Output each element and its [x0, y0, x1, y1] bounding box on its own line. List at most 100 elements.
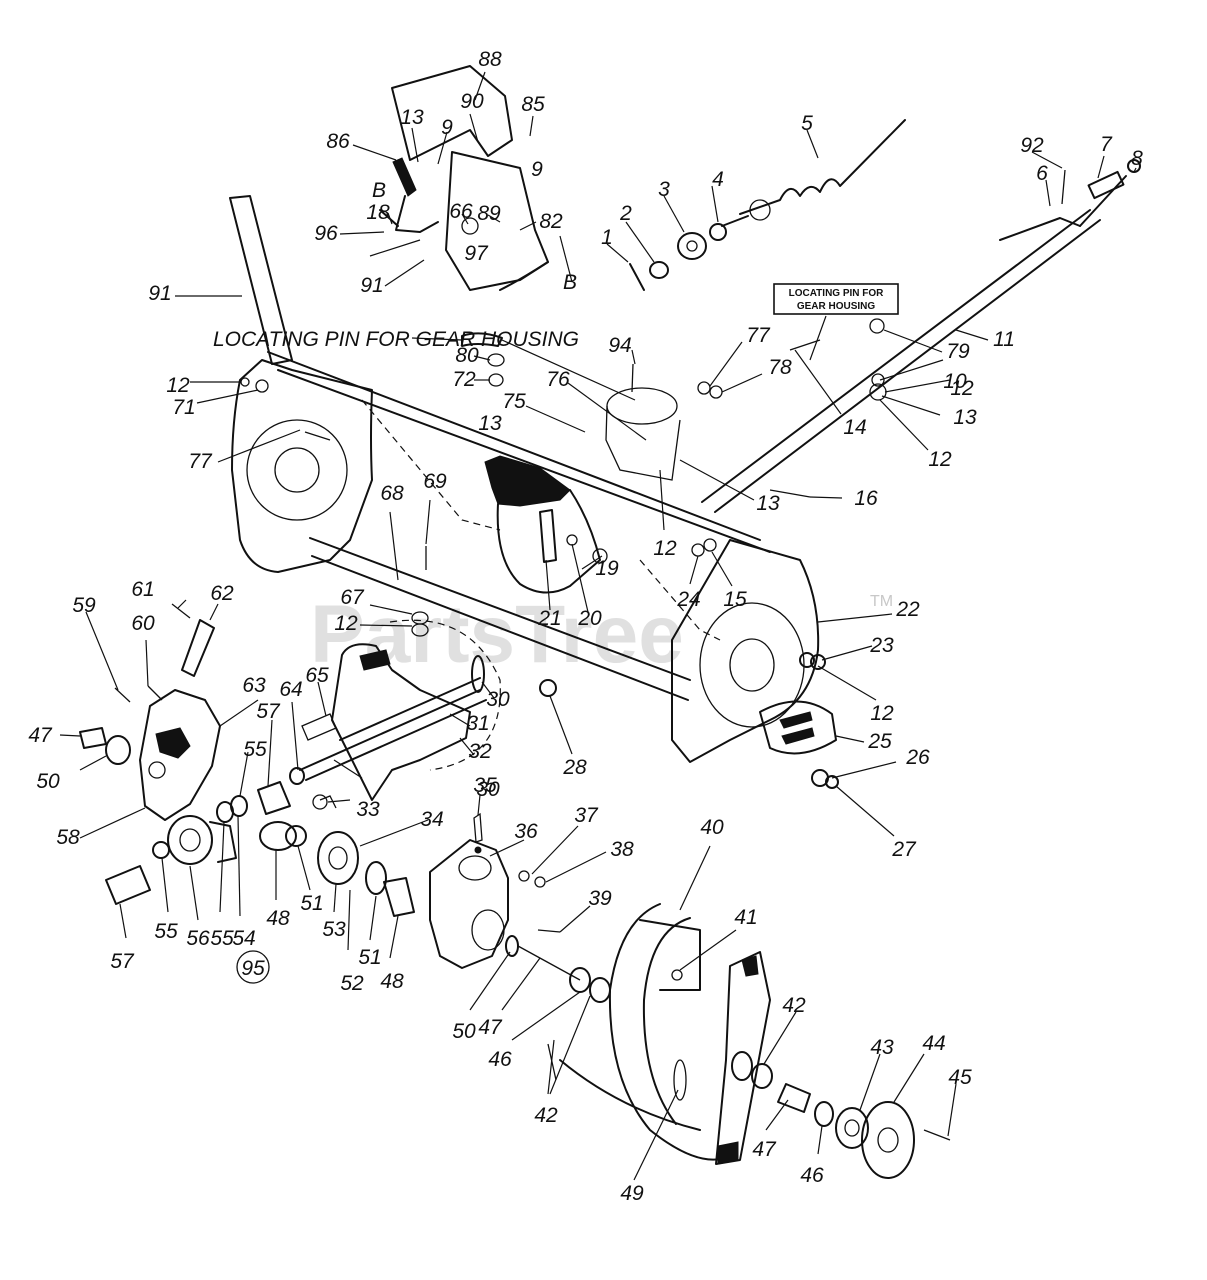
part-label-34: 34: [420, 808, 443, 831]
handle-73: [229, 195, 293, 365]
trademark: TM: [870, 593, 893, 610]
part-label-68: 68: [380, 482, 404, 505]
part-label-12: 12: [870, 702, 894, 725]
part-label-44: 44: [922, 1032, 945, 1055]
locating-pin-note: LOCATING PIN FOR GEAR HOUSING: [773, 283, 899, 315]
part-label-88: 88: [478, 48, 502, 71]
part-label-19: 19: [595, 557, 619, 580]
part-label-B: B: [563, 271, 577, 294]
part-label-31: 31: [466, 712, 489, 735]
part-label-12: 12: [334, 612, 358, 635]
part-label-55: 55: [210, 927, 234, 950]
part-label-59: 59: [72, 594, 96, 617]
part-label-46: 46: [488, 1048, 512, 1071]
part-label-2: 2: [619, 202, 632, 225]
part-label-10: 10: [943, 370, 967, 393]
gear-53: [317, 831, 359, 885]
part-label-51: 51: [300, 892, 323, 915]
part-label-60: 60: [131, 612, 155, 635]
part-label-65: 65: [305, 664, 329, 687]
gear-housing-58: [139, 689, 221, 821]
part-label-78: 78: [768, 356, 792, 379]
part-label-77: 77: [188, 450, 213, 473]
part-label-47: 47: [478, 1016, 503, 1039]
part-label-89: 89: [477, 202, 501, 225]
part-label-13: 13: [400, 106, 424, 129]
part-label-43: 43: [870, 1036, 894, 1059]
part-label-13: 13: [756, 492, 780, 515]
part-label-15: 15: [723, 588, 747, 611]
part-label-26: 26: [905, 746, 930, 769]
part-label-13: 13: [478, 412, 502, 435]
part-label-57: 57: [110, 950, 135, 973]
part-label-51: 51: [358, 946, 381, 969]
worm-gear-56: [167, 815, 213, 865]
note-line-2: GEAR HOUSING: [797, 301, 876, 312]
part-label-42: 42: [534, 1104, 558, 1127]
part-label-91: 91: [148, 282, 171, 305]
gear-housing-36: [429, 839, 509, 969]
impeller-32: [331, 643, 471, 801]
part-label-45: 45: [948, 1066, 972, 1089]
part-label-96: 96: [314, 222, 338, 245]
part-label-38: 38: [610, 838, 634, 861]
part-label-61: 61: [131, 578, 154, 601]
part-label-LOCATING PIN FOR GEAR HOUSING: LOCATING PIN FOR GEAR HOUSING: [213, 328, 579, 351]
part-label-1: 1: [601, 226, 613, 249]
part-label-85: 85: [521, 93, 545, 116]
part-label-33: 33: [356, 798, 380, 821]
bearing-flange-44: [861, 1101, 915, 1179]
part-label-36: 36: [514, 820, 538, 843]
part-label-67: 67: [340, 586, 365, 609]
part-label-47: 47: [752, 1138, 777, 1161]
part-label-27: 27: [891, 838, 917, 861]
part-label-77: 77: [746, 324, 771, 347]
skid-shoe-25: [759, 700, 837, 755]
part-label-11: 11: [993, 328, 1015, 351]
part-label-91: 91: [360, 274, 383, 297]
part-label-64: 64: [279, 678, 302, 701]
part-label-42: 42: [782, 994, 806, 1017]
part-label-3: 3: [658, 178, 670, 201]
part-label-92: 92: [1020, 134, 1044, 157]
part-label-50: 50: [36, 770, 60, 793]
part-label-46: 46: [800, 1164, 824, 1187]
part-label-8: 8: [1131, 147, 1143, 170]
part-label-82: 82: [539, 210, 563, 233]
part-label-90: 90: [460, 90, 484, 113]
rod-10: [714, 219, 1101, 513]
part-label-94: 94: [608, 334, 631, 357]
part-label-76: 76: [546, 368, 570, 391]
part-label-22: 22: [895, 598, 920, 621]
part-label-4: 4: [712, 168, 724, 191]
part-label-35: 35: [473, 774, 497, 797]
leader-lines: [59, 71, 1137, 1181]
chute-88: [391, 65, 513, 161]
part-label-21: 21: [537, 607, 561, 630]
part-label-12: 12: [166, 374, 190, 397]
circled-label-95: [236, 950, 270, 984]
part-label-86: 86: [326, 130, 350, 153]
part-label-30: 30: [486, 688, 510, 711]
part-label-95: 95: [241, 957, 265, 980]
part-label-41: 41: [734, 906, 757, 929]
part-label-75: 75: [502, 390, 526, 413]
part-label-5: 5: [801, 112, 813, 135]
part-label-7: 7: [1100, 133, 1113, 156]
part-label-71: 71: [172, 396, 195, 419]
part-label-9: 9: [441, 116, 453, 139]
part-label-12: 12: [928, 448, 952, 471]
part-label-28: 28: [562, 756, 587, 779]
part-label-13: 13: [953, 406, 977, 429]
part-label-49: 49: [620, 1182, 644, 1205]
part-label-9: 9: [531, 158, 543, 181]
part-label-30: 30: [476, 778, 500, 801]
part-label-63: 63: [242, 674, 266, 697]
part-label-47: 47: [28, 724, 53, 747]
part-label-B: B: [372, 179, 386, 202]
part-label-48: 48: [266, 907, 290, 930]
part-label-32: 32: [468, 740, 492, 763]
auger-40: [608, 903, 731, 1161]
part-label-6: 6: [1036, 162, 1048, 185]
